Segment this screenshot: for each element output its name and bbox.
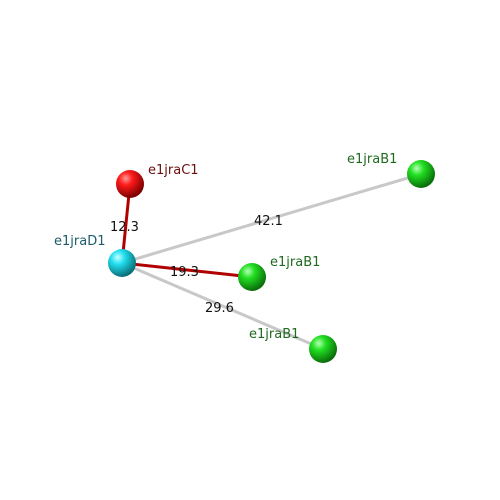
node-label-g2: e1jraB1: [270, 255, 320, 270]
node-labels: e1jraC1 e1jraD1 e1jraB1 e1jraB1 e1jraB1: [54, 152, 397, 342]
node-label-g3: e1jraB1: [249, 327, 299, 342]
node-g1[interactable]: [407, 160, 435, 188]
edge-center-g1: [121, 172, 422, 265]
distance-label: 19.3: [170, 265, 199, 280]
node-g2[interactable]: [238, 263, 266, 291]
node-g3[interactable]: [309, 335, 337, 363]
distance-label: 42.1: [254, 214, 283, 229]
node-label-red: e1jraC1: [148, 163, 199, 178]
edge-center-g2: [121, 261, 253, 279]
node-label-center: e1jraD1: [54, 234, 105, 249]
distance-label: 29.6: [205, 301, 234, 316]
node-label-g1: e1jraB1: [347, 152, 397, 167]
distance-label: 12.3: [110, 220, 139, 235]
node-center[interactable]: [108, 249, 136, 277]
distance-labels: 12.3 42.1 19.3 29.6: [110, 214, 283, 316]
node-red[interactable]: [116, 170, 144, 198]
nodes: [108, 160, 435, 363]
edge-center-g3: [121, 261, 324, 351]
